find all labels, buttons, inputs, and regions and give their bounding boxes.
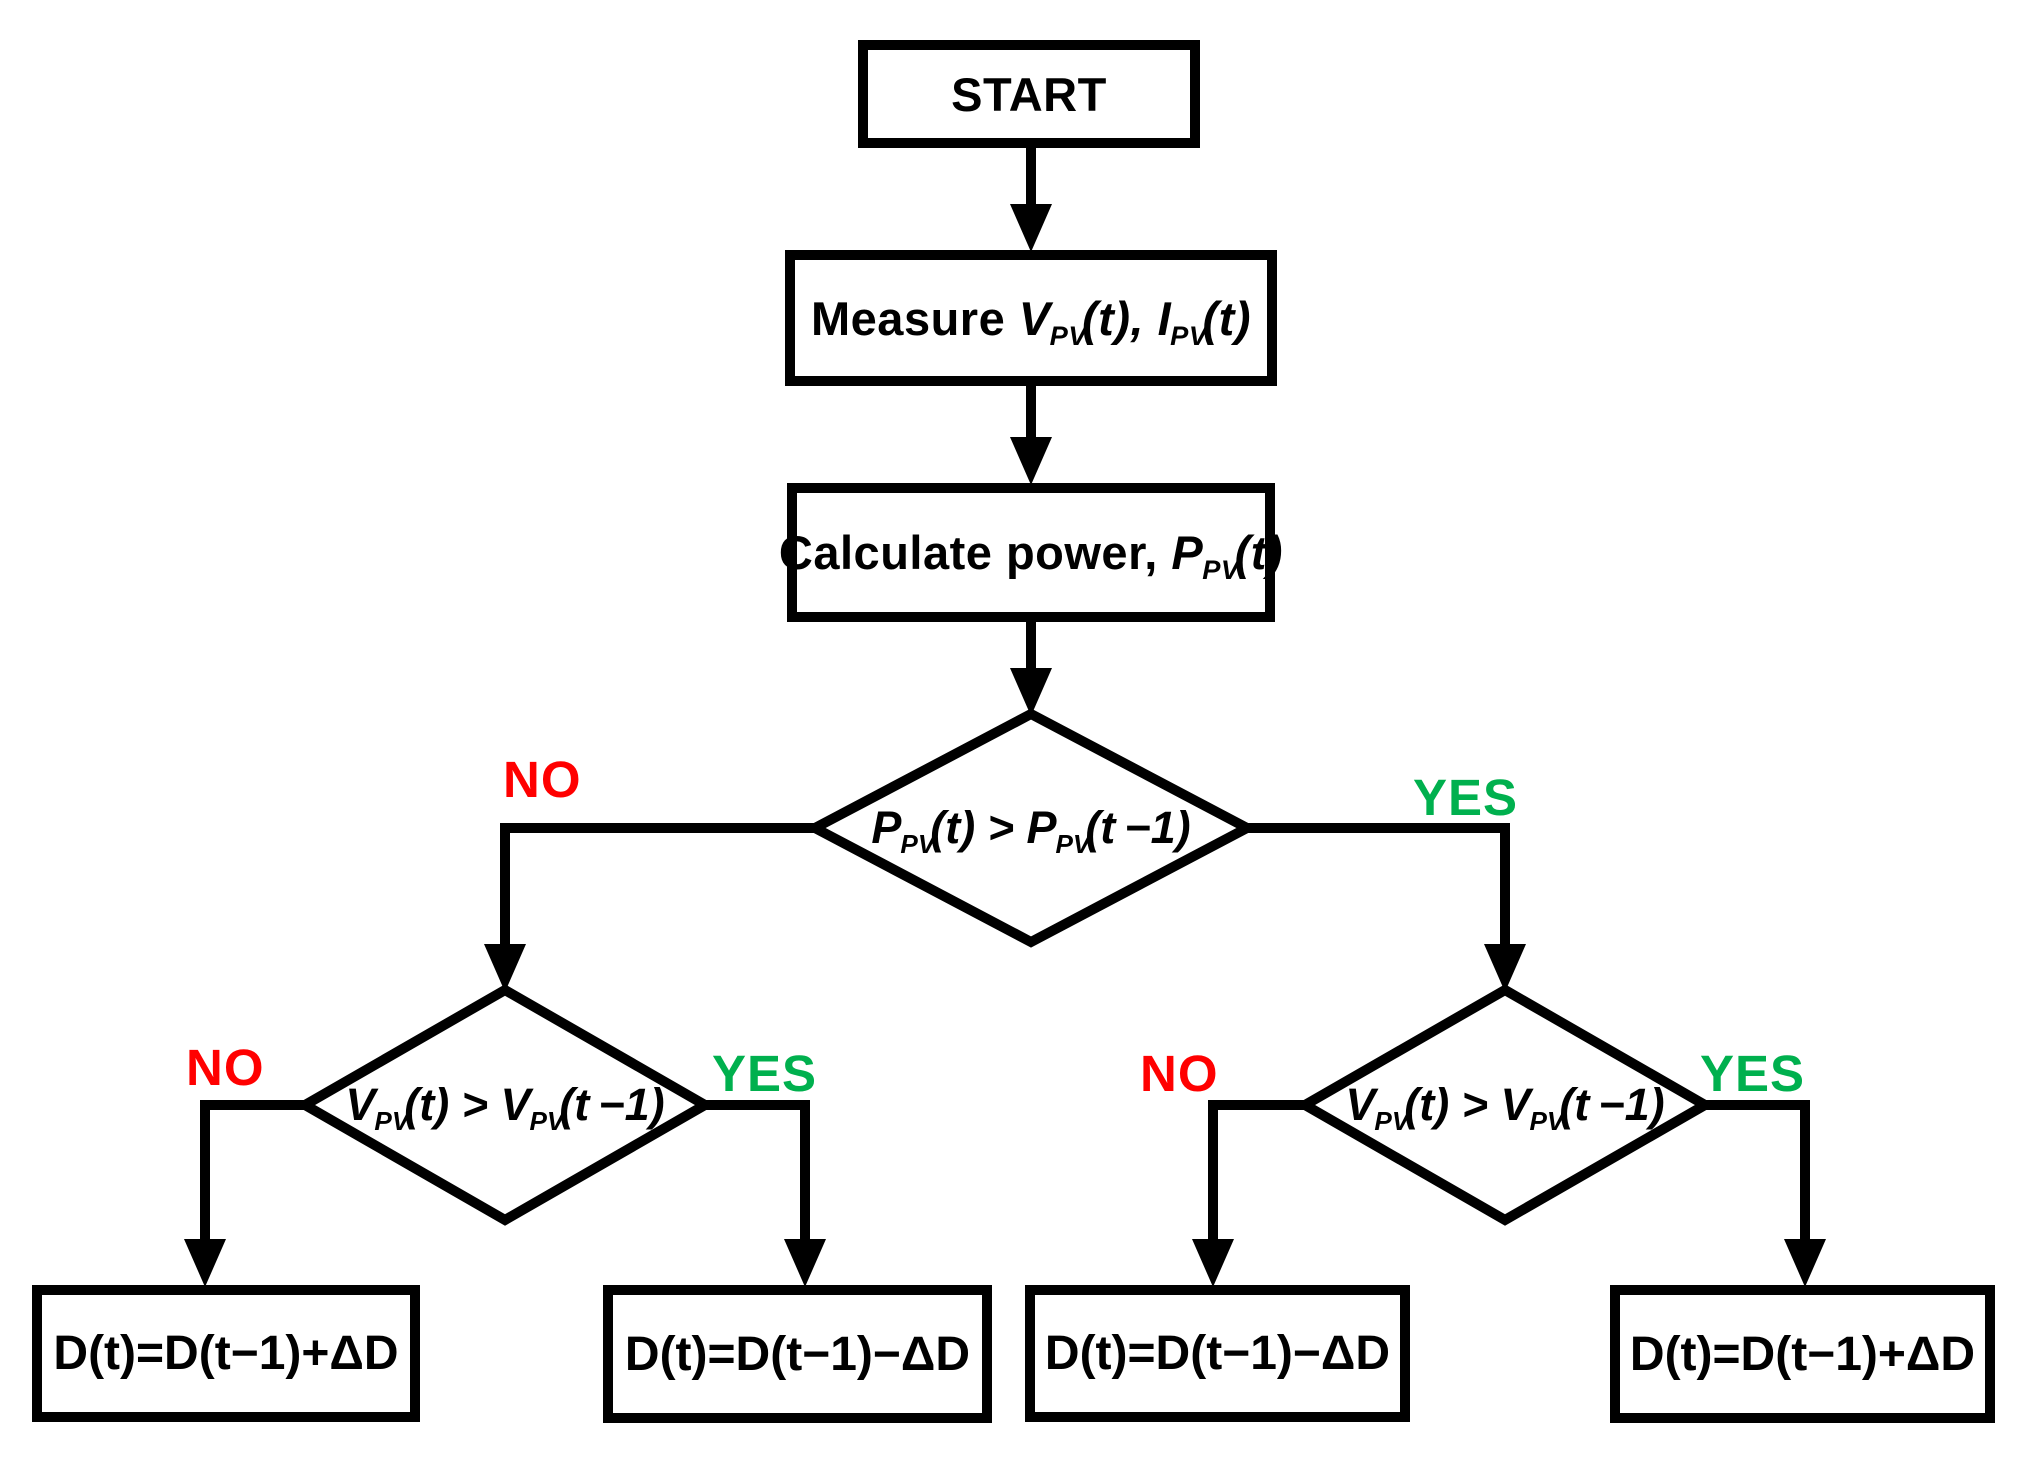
connector-power-no (484, 823, 815, 992)
action-box-2-label: D(t)=D(t−1)−ΔD (624, 1327, 971, 1381)
action-box-3: D(t)=D(t−1)−ΔD (1025, 1285, 1410, 1422)
measure-label: Measure VPV(t), IPV(t) (811, 291, 1251, 351)
power-yes-label: YES (1413, 769, 1519, 826)
left-voltage-decision-label: VPV(t) > VPV(t −1) (345, 1079, 665, 1136)
connector-calculate-to-power-decision (1010, 617, 1052, 716)
action-box-4-label: D(t)=D(t−1)+ΔD (1629, 1327, 1976, 1381)
power-decision-diamond (804, 708, 1258, 948)
action-box-1-label: D(t)=D(t−1)+ΔD (53, 1327, 399, 1380)
right-voltage-no-label: NO (1140, 1045, 1219, 1102)
action-box-4: D(t)=D(t−1)+ΔD (1610, 1285, 1995, 1423)
action-box-1: D(t)=D(t−1)+ΔD (32, 1285, 420, 1422)
measure-node: Measure VPV(t), IPV(t) (785, 250, 1277, 386)
right-voltage-decision-diamond (1294, 984, 1716, 1226)
left-voltage-decision-diamond (294, 984, 716, 1226)
left-voltage-no-label: NO (186, 1039, 265, 1096)
calculate-power-node: Calculate power, PPV(t) (779, 483, 1283, 622)
connector-left-voltage-yes (705, 1100, 826, 1287)
calculate-power-label: Calculate power, PPV(t) (778, 526, 1284, 586)
left-voltage-yes-label: YES (712, 1045, 818, 1102)
right-voltage-yes-label: YES (1700, 1045, 1806, 1102)
connector-start-to-measure (1010, 141, 1052, 252)
connector-left-voltage-no (184, 1100, 305, 1287)
power-decision-label: PPV(t) > PPV(t −1) (871, 802, 1191, 859)
start-node: START (858, 40, 1200, 148)
action-box-2: D(t)=D(t−1)−ΔD (603, 1285, 992, 1423)
action-box-3-label: D(t)=D(t−1)−ΔD (1044, 1327, 1391, 1380)
connector-right-voltage-yes (1705, 1100, 1826, 1287)
power-no-label: NO (503, 751, 582, 808)
connector-measure-to-calculate (1010, 380, 1052, 485)
connector-power-yes (1247, 823, 1526, 992)
right-voltage-decision-label: VPV(t) > VPV(t −1) (1345, 1079, 1665, 1136)
start-label: START (951, 67, 1107, 121)
connector-right-voltage-no (1192, 1100, 1305, 1287)
